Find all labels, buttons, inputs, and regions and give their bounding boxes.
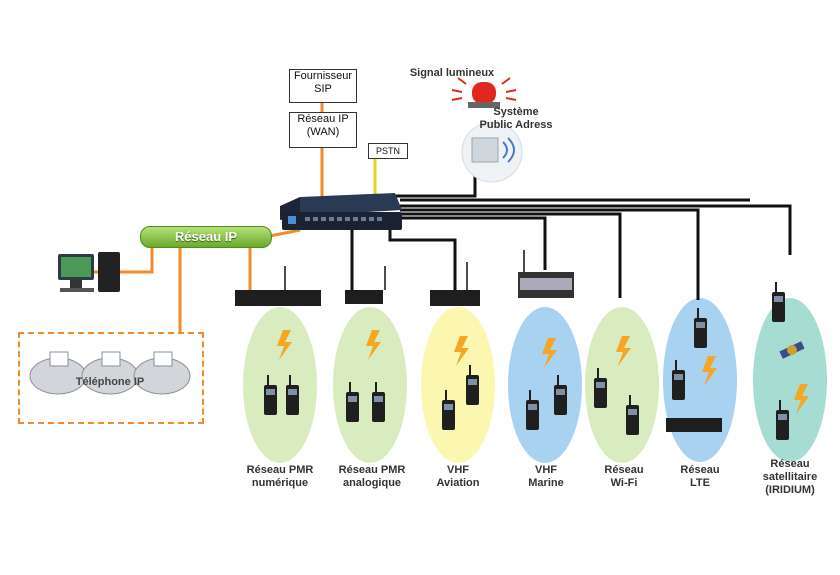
radio-handset-icon <box>554 375 567 415</box>
network-ellipse-pmr-digital <box>243 307 317 463</box>
network-label-vhf-aviation: VHF Aviation <box>436 464 480 489</box>
public-address-label: Système Public Adress <box>479 106 553 131</box>
signal-light-icon <box>451 77 517 108</box>
ip-network-label: Réseau IP <box>174 229 238 244</box>
antenna-icon <box>284 250 525 290</box>
network-label-pmr-digital: Réseau PMR numérique <box>246 464 314 489</box>
radio-handset-icon <box>626 395 639 435</box>
link-gateway-ipnet <box>269 228 301 238</box>
network-ellipse-satellite <box>753 298 827 462</box>
network-label-vhf-marine: VHF Marine <box>528 464 564 489</box>
radio-handset-icon <box>594 368 607 408</box>
sip-provider-box: Fournisseur SIP <box>289 69 357 103</box>
lightning-bolt-icon <box>366 330 381 360</box>
pstn-label: PSTN <box>375 146 400 156</box>
network-ellipse-vhf-marine <box>508 307 582 463</box>
network-label-wifi: Réseau Wi-Fi <box>604 464 644 489</box>
lightning-bolt-icon <box>542 338 557 368</box>
radio-handset-icon <box>346 382 359 422</box>
ip-network-pill: Réseau IP <box>140 226 272 248</box>
radio-handset-icon <box>466 365 479 405</box>
wan-label: Réseau IP (WAN) <box>297 113 349 138</box>
radio-handset-icon <box>286 375 299 415</box>
network-label-satellite: Réseau satellitaire (IRIDIUM) <box>762 458 818 496</box>
signal-bolts <box>277 330 809 414</box>
radio-handset-icon <box>372 382 385 422</box>
link-vhf-marine <box>400 216 547 270</box>
wan-box: Réseau IP (WAN) <box>289 112 357 148</box>
lightning-bolt-icon <box>454 336 469 366</box>
radio-handset-icon <box>264 375 277 415</box>
signal-light-label: Signal lumineux <box>409 67 495 79</box>
ip-phone-label: Téléphone IP <box>75 376 145 388</box>
network-ellipse-vhf-aviation <box>421 307 495 463</box>
ip-phone-icon <box>29 351 191 395</box>
sip-provider-label: Fournisseur SIP <box>293 70 353 95</box>
link-lte <box>400 208 700 300</box>
base-station-icon <box>235 272 722 432</box>
link-satellite <box>400 204 792 255</box>
radio-handset-icon <box>694 308 707 348</box>
speaker-icon <box>461 121 523 183</box>
ip-phone-group <box>18 332 204 424</box>
ip-links <box>92 103 324 333</box>
radio-handset-icon <box>672 360 685 400</box>
gateway-device <box>280 193 402 230</box>
network-ellipse-pmr-analog <box>333 307 407 463</box>
computer-icon <box>58 252 120 292</box>
network-ellipse-wifi <box>585 307 659 463</box>
radio-handsets <box>264 282 789 440</box>
pstn-box: PSTN <box>368 143 408 159</box>
lightning-bolt-icon <box>794 384 809 414</box>
network-label-pmr-analog: Réseau PMR analogique <box>338 464 406 489</box>
link-wifi <box>400 212 622 298</box>
link-vhf-aviation <box>388 225 457 290</box>
lightning-bolt-icon <box>702 356 717 386</box>
radio-handset-icon <box>526 390 539 430</box>
lightning-bolt-icon <box>277 330 292 360</box>
radio-handset-icon <box>442 390 455 430</box>
satellite-icon <box>779 341 805 359</box>
lightning-bolt-icon <box>616 336 631 366</box>
radio-links <box>350 150 792 300</box>
radio-handset-icon <box>776 400 789 440</box>
network-label-lte: Réseau LTE <box>680 464 720 489</box>
radio-handset-icon <box>772 282 785 322</box>
